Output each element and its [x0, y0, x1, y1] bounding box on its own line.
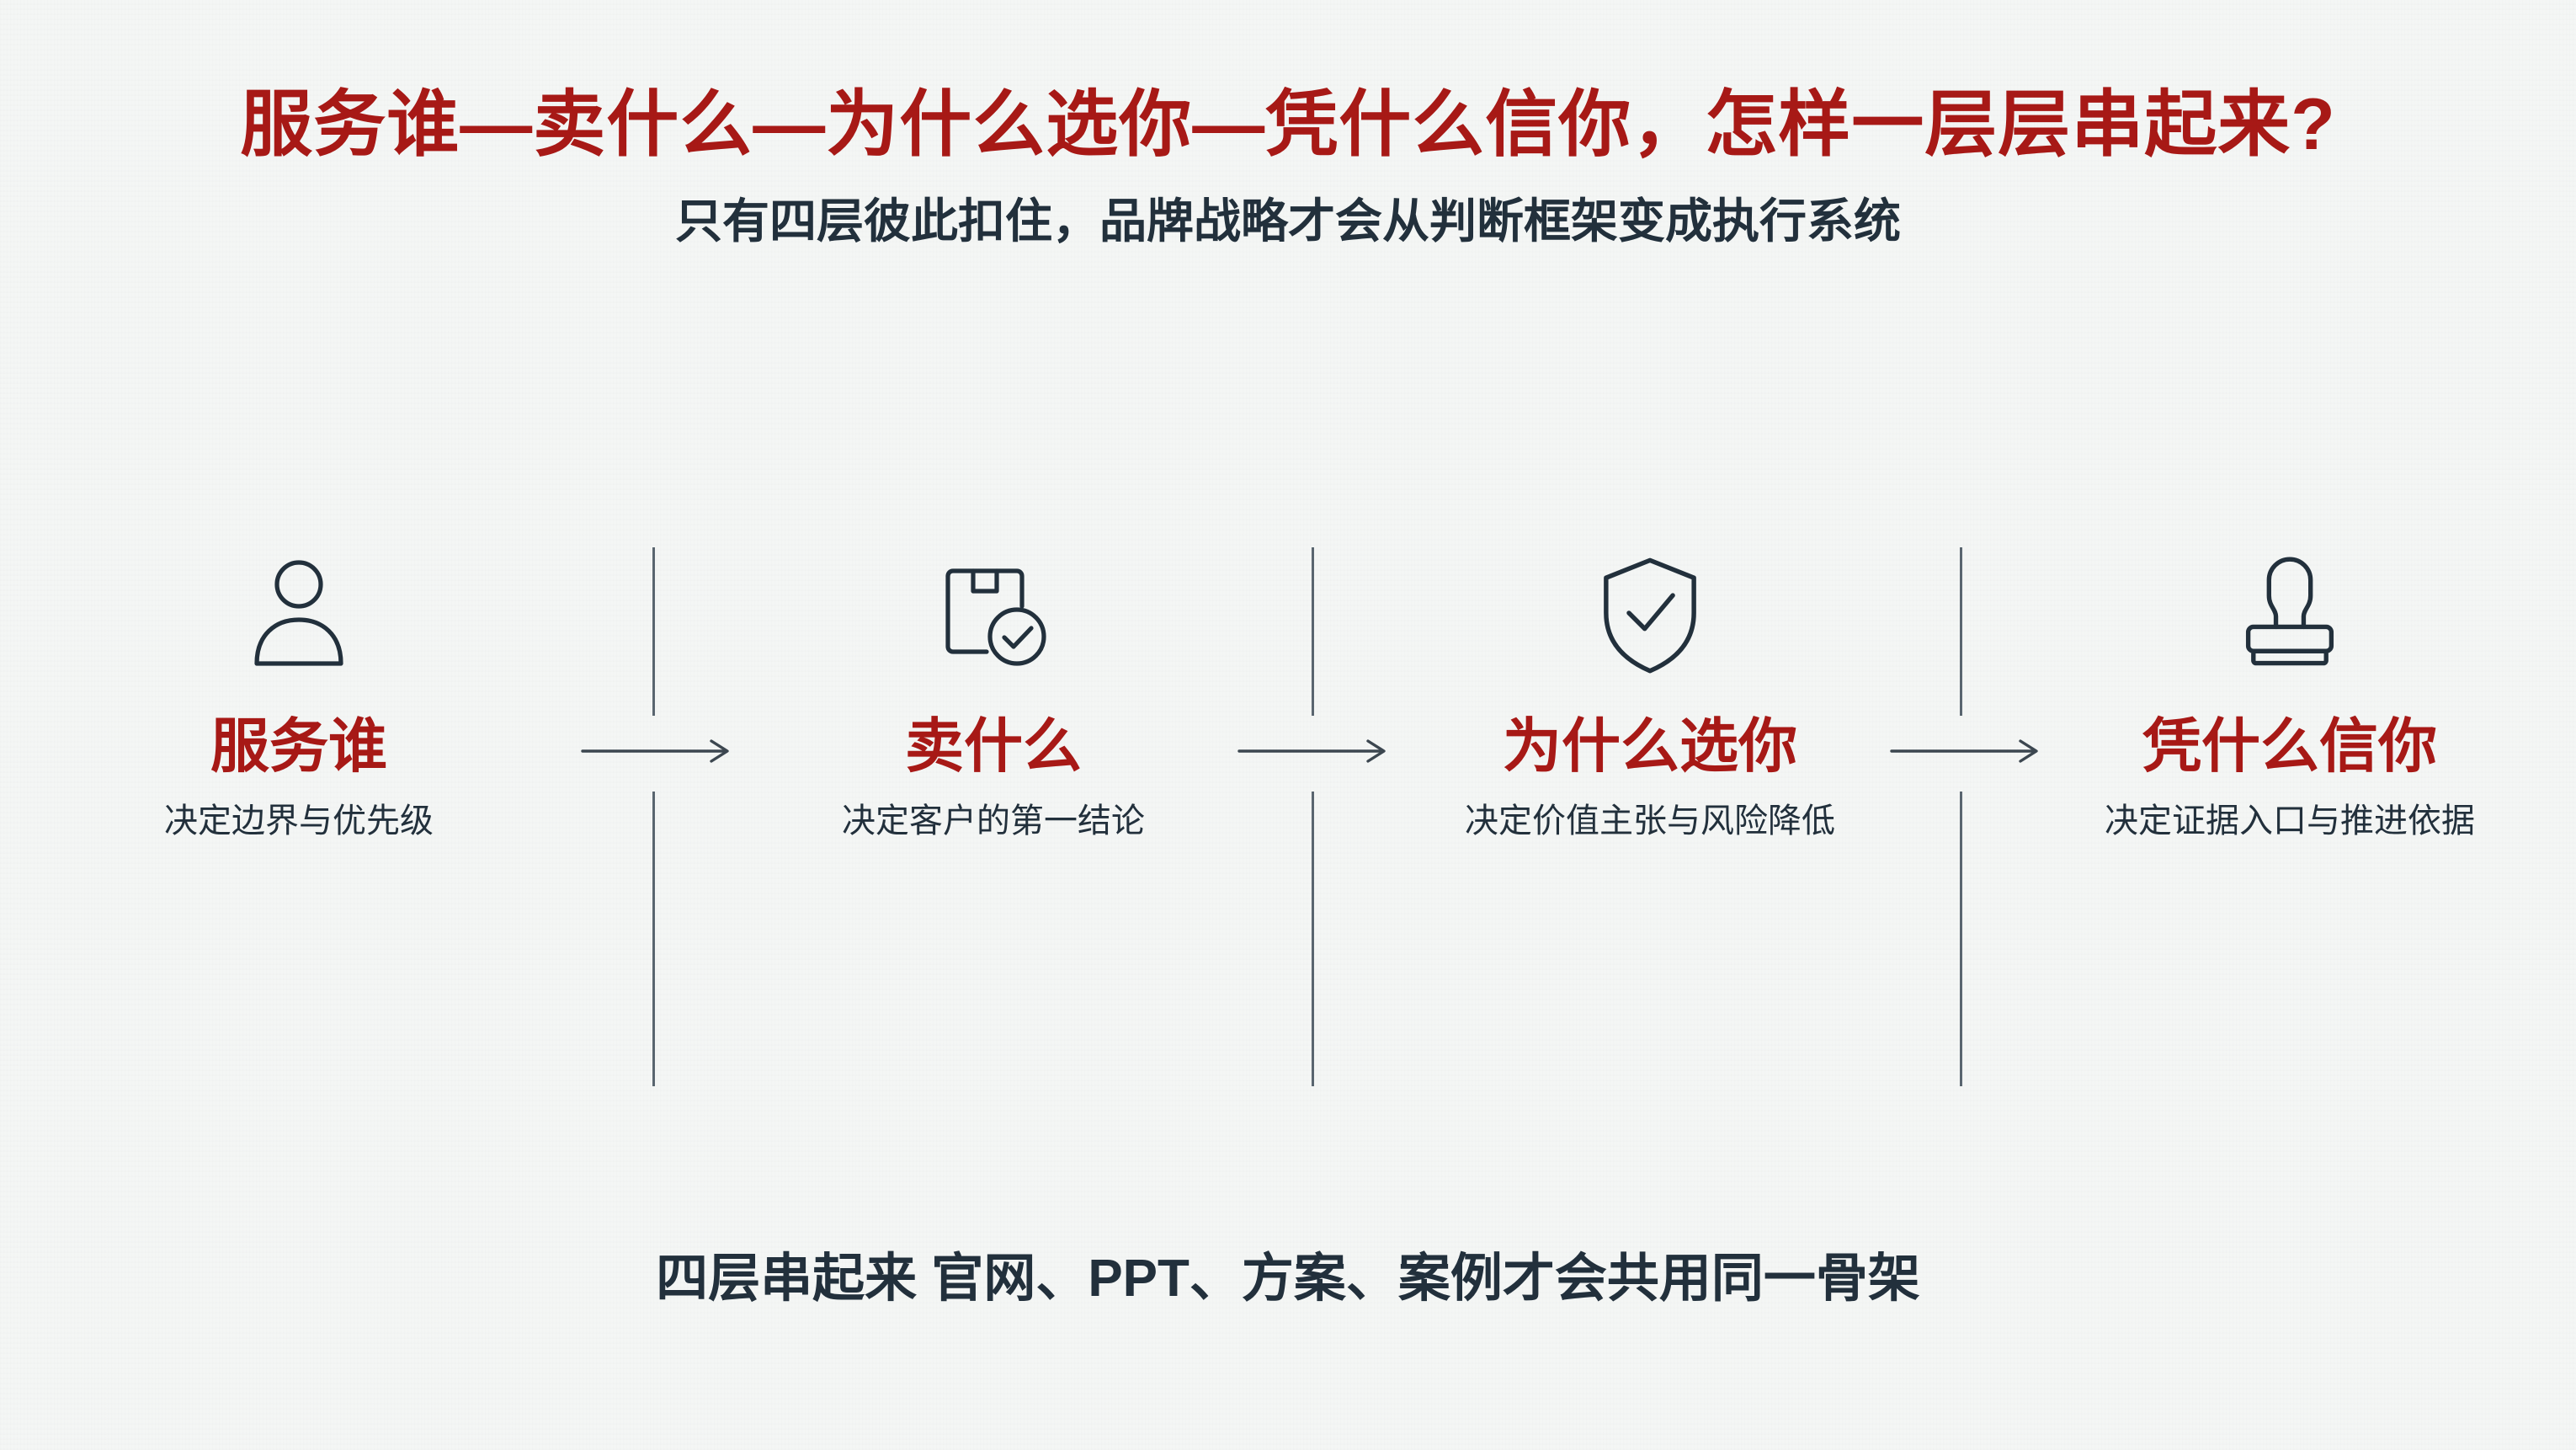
divider-3-bottom	[1960, 792, 1962, 1086]
pillar-title: 卖什么	[905, 713, 1082, 779]
pillar-title: 为什么选你	[1503, 713, 1797, 779]
pillar-serve-who: 服务谁 决定边界与优先级	[29, 539, 568, 1095]
pillar-why-trust-you: 凭什么信你 决定证据入口与推进依据	[2020, 539, 2559, 1095]
shield-check-icon	[1381, 539, 1919, 690]
divider-2-bottom	[1312, 792, 1314, 1086]
divider-1-top	[652, 547, 655, 716]
pillar-why-choose-you: 为什么选你 决定价值主张与风险降低	[1381, 539, 1919, 1095]
pillar-description: 决定客户的第一结论	[842, 802, 1145, 840]
arrow-right-icon-1	[581, 734, 732, 768]
pillar-sell-what: 卖什么 决定客户的第一结论	[724, 539, 1263, 1095]
pillar-description: 决定价值主张与风险降低	[1465, 802, 1835, 840]
header: 服务谁—卖什么—为什么选你—凭什么信你，怎样一层层串起来? 只有四层彼此扣住，品…	[0, 81, 2576, 253]
pillar-row: 服务谁 决定边界与优先级 卖什么 决定客户的第一结论	[0, 539, 2576, 1095]
divider-1-bottom	[652, 792, 655, 1086]
person-icon	[29, 539, 568, 690]
stamp-icon	[2020, 539, 2559, 690]
footer-text: 四层串起来 官网、PPT、方案、案例才会共用同一骨架	[656, 1250, 1920, 1308]
pillar-description: 决定证据入口与推进依据	[2105, 802, 2475, 840]
divider-3-top	[1960, 547, 1962, 716]
pillar-title: 服务谁	[210, 713, 387, 779]
footer: 四层串起来 官网、PPT、方案、案例才会共用同一骨架	[0, 1246, 2576, 1312]
arrow-right-icon-2	[1237, 734, 1389, 768]
page-subtitle: 只有四层彼此扣住，品牌战略才会从判断框架变成执行系统	[675, 194, 1901, 248]
arrow-right-icon-3	[1890, 734, 2041, 768]
pillar-title: 凭什么信你	[2142, 713, 2437, 779]
divider-2-top	[1312, 547, 1314, 716]
page-title: 服务谁—卖什么—为什么选你—凭什么信你，怎样一层层串起来?	[240, 84, 2336, 165]
pillar-description: 决定边界与优先级	[164, 802, 434, 840]
package-check-icon	[724, 539, 1263, 690]
